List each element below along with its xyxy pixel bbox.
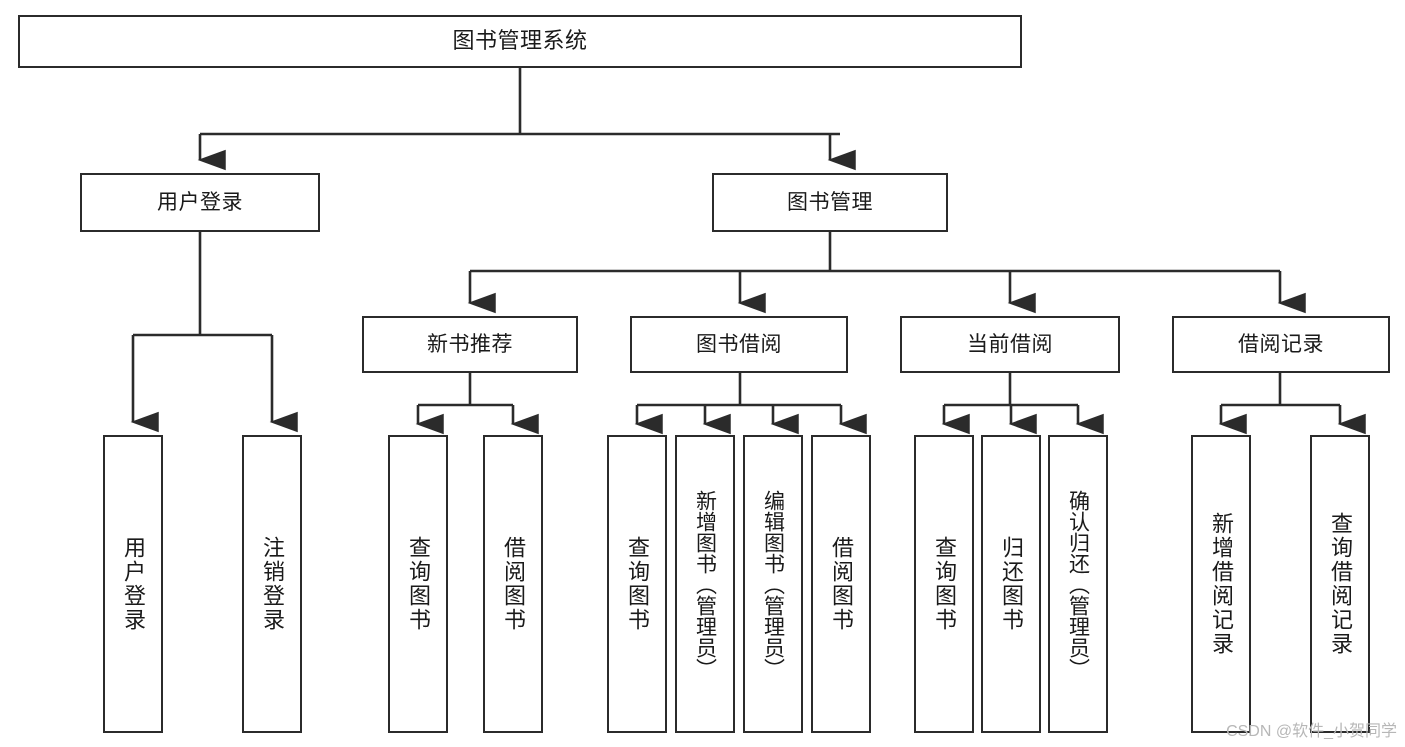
node-user-login[interactable]: 用户登录 [80, 173, 320, 232]
node-new-book-recommend[interactable]: 新书推荐 [362, 316, 578, 373]
node-book-borrow[interactable]: 图书借阅 [630, 316, 848, 373]
leaf-user-login[interactable]: 用户登录 [103, 435, 163, 733]
leaf-confirm-return-admin[interactable]: 确认归还（管理员） [1048, 435, 1108, 733]
node-label: 当前借阅 [967, 332, 1053, 356]
leaf-query-book-borrow[interactable]: 查询图书 [607, 435, 667, 733]
leaf-borrow-book[interactable]: 借阅图书 [811, 435, 871, 733]
watermark: CSDN @软件_小贺同学 [1226, 723, 1397, 740]
node-label: 新书推荐 [427, 332, 513, 356]
node-label: 新增借阅记录 [1209, 512, 1234, 656]
node-label: 编辑图书（管理员） [761, 489, 785, 679]
leaf-query-book-recommend[interactable]: 查询图书 [388, 435, 448, 733]
leaf-logout[interactable]: 注销登录 [242, 435, 302, 733]
node-label: 查询图书 [932, 536, 957, 632]
leaf-borrow-book-recommend[interactable]: 借阅图书 [483, 435, 543, 733]
node-borrow-record[interactable]: 借阅记录 [1172, 316, 1390, 373]
node-label: 借阅记录 [1238, 332, 1324, 356]
node-label: 借阅图书 [829, 536, 854, 632]
leaf-return-book[interactable]: 归还图书 [981, 435, 1041, 733]
node-label: 用户登录 [157, 190, 243, 214]
leaf-add-book-admin[interactable]: 新增图书（管理员） [675, 435, 735, 733]
leaf-add-borrow-record[interactable]: 新增借阅记录 [1191, 435, 1251, 733]
node-label: 新增图书（管理员） [693, 489, 717, 679]
node-label: 图书管理 [787, 190, 873, 214]
node-root-system[interactable]: 图书管理系统 [18, 15, 1022, 68]
node-book-management[interactable]: 图书管理 [712, 173, 948, 232]
leaf-edit-book-admin[interactable]: 编辑图书（管理员） [743, 435, 803, 733]
node-label: 注销登录 [260, 536, 285, 632]
node-label: 图书管理系统 [452, 28, 588, 54]
leaf-query-borrow-record[interactable]: 查询借阅记录 [1310, 435, 1370, 733]
node-current-borrow[interactable]: 当前借阅 [900, 316, 1120, 373]
node-label: 查询图书 [625, 536, 650, 632]
leaf-query-book-current[interactable]: 查询图书 [914, 435, 974, 733]
node-label: 查询借阅记录 [1328, 512, 1353, 656]
node-label: 用户登录 [121, 536, 146, 632]
node-label: 确认归还（管理员） [1066, 489, 1090, 679]
node-label: 图书借阅 [696, 332, 782, 356]
node-label: 查询图书 [406, 536, 431, 632]
node-label: 归还图书 [999, 536, 1024, 632]
node-label: 借阅图书 [501, 536, 526, 632]
